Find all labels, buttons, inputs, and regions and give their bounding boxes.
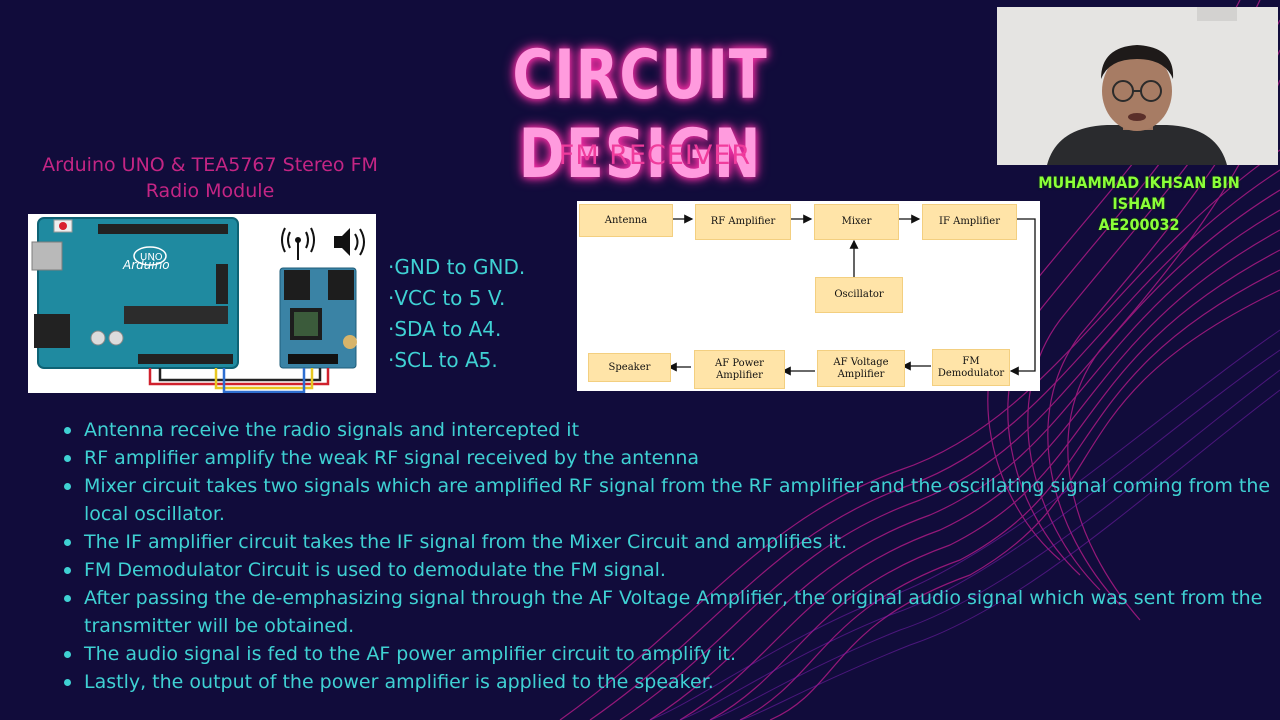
block-af-power-amplifier: AF Power Amplifier [694, 350, 785, 389]
fm-receiver-block-diagram: Antenna RF Amplifier Mixer IF Amplifier … [577, 201, 1040, 391]
arduino-caption-line2: Radio Module [145, 180, 275, 202]
bullet-item: Lastly, the output of the power amplifie… [62, 668, 1272, 696]
connection-item: ·VCC to 5 V. [388, 286, 506, 310]
bullet-item: After passing the de-emphasizing signal … [62, 584, 1272, 640]
diagram-arrows [667, 214, 1036, 376]
arduino-uno-label: UNO [140, 252, 163, 263]
presenter-hair [1101, 45, 1174, 79]
glasses-icon [1112, 80, 1162, 102]
slide-title: CIRCUIT DESIGN [512, 36, 768, 194]
arduino-wiring-image: Arduino UNO [28, 214, 376, 394]
explanation-bullets: Antenna receive the radio signals and in… [62, 416, 1272, 696]
block-mixer: Mixer [814, 204, 899, 240]
connection-item: ·SCL to A5. [388, 348, 498, 372]
presenter-label: MUHAMMAD IKHSAN BIN ISHAM AE200032 [1023, 172, 1255, 235]
presenter-webcam [997, 7, 1278, 165]
block-rf-amplifier: RF Amplifier [695, 204, 791, 240]
bullet-item: Mixer circuit takes two signals which ar… [62, 472, 1272, 528]
block-speaker: Speaker [588, 353, 671, 382]
bullet-item: The audio signal is fed to the AF power … [62, 640, 1272, 668]
bullet-item: Antenna receive the radio signals and in… [62, 416, 1272, 444]
arduino-caption-line1: Arduino UNO & TEA5767 Stereo FM [42, 154, 378, 176]
bullet-item: The IF amplifier circuit takes the IF si… [62, 528, 1272, 556]
slide-subtitle: FM RECEIVER [558, 140, 752, 171]
presenter-id: AE200032 [1098, 215, 1180, 234]
antenna-icon [281, 227, 315, 260]
block-antenna: Antenna [579, 204, 673, 237]
pin-connections-list: ·GND to GND. ·VCC to 5 V. ·SDA to A4. ·S… [388, 252, 525, 376]
arduino-caption: Arduino UNO & TEA5767 Stereo FM Radio Mo… [20, 152, 400, 204]
bullet-item: RF amplifier amplify the weak RF signal … [62, 444, 1272, 472]
block-oscillator: Oscillator [815, 277, 903, 313]
block-if-amplifier: IF Amplifier [922, 204, 1017, 240]
connection-item: ·SDA to A4. [388, 317, 502, 341]
speaker-icon [334, 228, 365, 256]
block-fm-demodulator: FM Demodulator [932, 349, 1010, 386]
bullet-item: FM Demodulator Circuit is used to demodu… [62, 556, 1272, 584]
presenter-shirt [1047, 125, 1227, 165]
block-af-voltage-amplifier: AF Voltage Amplifier [817, 350, 905, 387]
presenter-name: MUHAMMAD IKHSAN BIN ISHAM [1038, 173, 1240, 213]
connection-item: ·GND to GND. [388, 255, 526, 279]
